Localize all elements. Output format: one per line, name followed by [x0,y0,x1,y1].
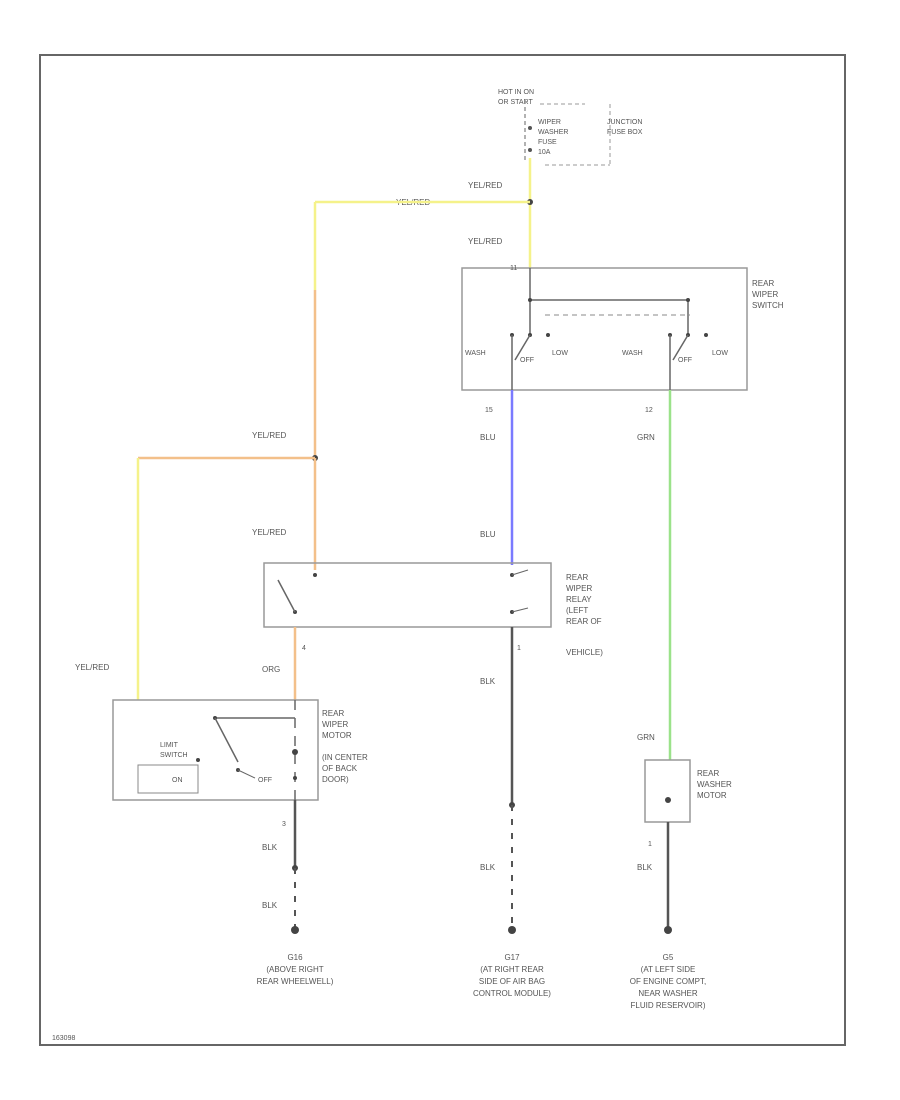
wire-label-yelred-3: YEL/RED [468,237,502,246]
motor-label-5: OF BACK [322,764,358,773]
switch-l-low: LOW [552,350,568,357]
wire-label-blu-2: BLU [480,530,496,539]
washer-motor-armature [665,797,671,803]
ground-g5-symbol [664,926,672,934]
fuse-terminal-bottom [528,148,532,152]
fuse-box-line1: JUNCTION [607,119,642,126]
switch-label-1: REAR [752,279,774,288]
switch-node-2 [686,298,690,302]
wire-label-yelred-4: YEL/RED [252,431,286,440]
wire-label-blu-1: BLU [480,433,496,442]
motor-label-3: MOTOR [322,731,352,740]
motor-armature [292,749,298,755]
switch-label-2: WIPER [752,290,778,299]
wire-label-org: ORG [262,665,280,674]
limit-contact-on [196,758,200,762]
limit-switch-box [137,764,199,794]
ground-g5-line2: (AT LEFT SIDE [641,965,696,974]
power-source-line1: HOT IN ON [498,89,534,96]
ground-g5-line4: NEAR WASHER [638,989,697,998]
pin-relay-org: 4 [302,645,306,652]
limit-switch-on: ON [172,777,183,784]
switch-r-low: LOW [712,350,728,357]
motor-label-6: DOOR) [322,775,349,784]
ground-g17-line2: (AT RIGHT REAR [480,965,544,974]
fuse-terminal-top [528,126,532,130]
limit-switch-line2: SWITCH [160,752,188,759]
fuse-box-line2: FUSE BOX [607,129,643,136]
relay-label-5: REAR OF [566,617,602,626]
limit-switch-off: OFF [258,777,272,784]
switch-r-off: OFF [678,357,692,364]
switch-l-wash: WASH [465,350,486,357]
rear-washer-motor-box [644,759,691,823]
switch-node-1 [528,298,532,302]
wire-label-yelred-6: YEL/RED [75,663,109,672]
relay-label-3: RELAY [566,595,592,604]
ground-g16-line3: REAR WHEELWELL) [257,977,334,986]
ground-g5-line1: G5 [663,953,674,962]
switch-left-blade [514,334,531,361]
diagram-frame [39,54,846,1046]
relay-contact-a [313,573,317,577]
diagram-id: 163098 [52,1035,75,1042]
relay-label-4: (LEFT [566,606,588,615]
pin-relay-blk: 1 [517,645,521,652]
washer-label-3: MOTOR [697,791,727,800]
pin-switch-grn: 12 [645,407,653,414]
rear-wiper-switch-box [461,267,748,391]
pin-switch-blu: 15 [485,407,493,414]
ground-g5-line5: FLUID RESERVOIR) [631,1001,706,1010]
switch-l-off: OFF [520,357,534,364]
limit-switch-blade [214,717,239,763]
pin-washer-blk: 1 [648,841,652,848]
ground-g17-line4: CONTROL MODULE) [473,989,551,998]
switch-label-3: SWITCH [752,301,784,310]
relay-blade [277,579,296,613]
relay-label-2: WIPER [566,584,592,593]
relay-label-1: REAR [566,573,588,582]
pin-switch-in: 11 [510,265,517,272]
wire-label-blk-washer: BLK [637,863,653,872]
washer-label-1: REAR [697,769,719,778]
motor-label-2: WIPER [322,720,348,729]
switch-right-blade [672,334,689,361]
wire-label-blk-motor-2: BLK [262,901,278,910]
relay-coil-mark-a [511,569,529,576]
rear-wiper-motor-box [112,699,319,801]
fuse-line2: WASHER [538,129,568,136]
motor-label-4: (IN CENTER [322,753,368,762]
rear-wiper-relay-box [263,562,552,628]
fuse-line1: WIPER [538,119,561,126]
motor-node-b [293,776,297,780]
wire-label-blk-motor-1: BLK [262,843,278,852]
ground-g17-symbol [508,926,516,934]
ground-g16-line1: G16 [287,953,303,962]
power-source-line2: OR START [498,99,533,106]
ground-g16-symbol [291,926,299,934]
relay-label-6: VEHICLE) [566,648,603,657]
fuse-line4: 10A [538,149,551,156]
limit-off-link [237,769,256,779]
ground-g17-line1: G17 [504,953,520,962]
switch-r-wash: WASH [622,350,643,357]
wire-label-blk-relay-2: BLK [480,863,496,872]
ground-g16-line2: (ABOVE RIGHT [266,965,323,974]
limit-switch-line1: LIMIT [160,742,179,749]
relay-coil-mark-b [511,607,529,613]
ground-g5-line3: OF ENGINE COMPT, [630,977,706,986]
motor-label-1: REAR [322,709,344,718]
fuse-line3: FUSE [538,139,557,146]
pin-motor-blk: 3 [282,821,286,828]
contact-r-low [704,333,708,337]
wire-label-yelred-1: YEL/RED [468,181,502,190]
wire-label-yelred-5: YEL/RED [252,528,286,537]
wire-label-grn-1: GRN [637,433,655,442]
ground-g17-line3: SIDE OF AIR BAG [479,977,545,986]
wire-label-grn-2: GRN [637,733,655,742]
contact-l-low [546,333,550,337]
washer-label-2: WASHER [697,780,732,789]
wire-label-blk-relay: BLK [480,677,496,686]
